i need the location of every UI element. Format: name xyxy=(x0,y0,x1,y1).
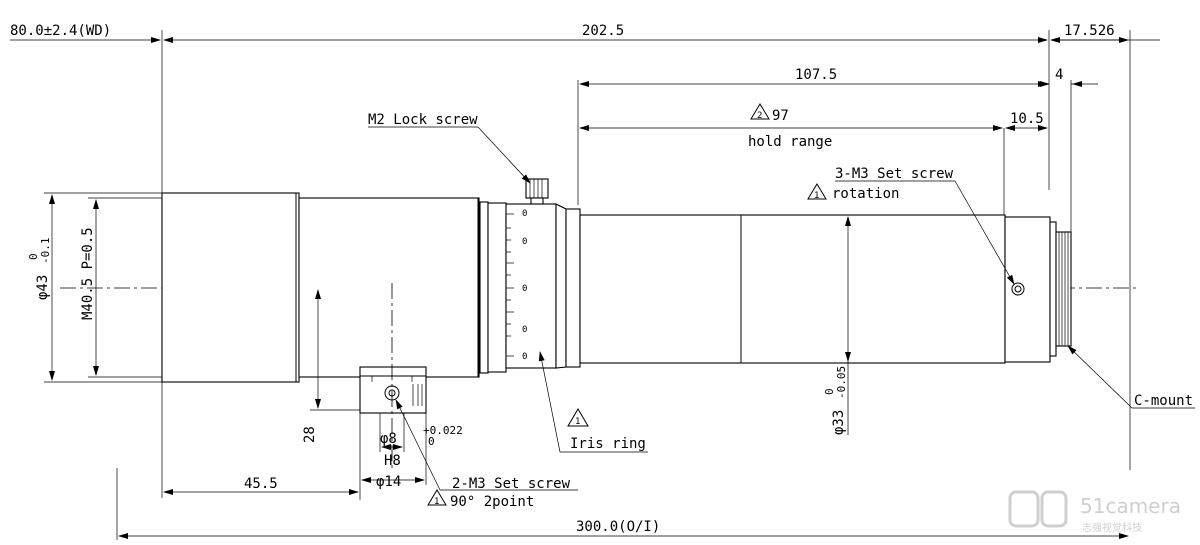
svg-text:1: 1 xyxy=(434,497,439,507)
extension-lines xyxy=(44,30,1131,540)
iris-scale-label-5: 0 xyxy=(522,352,527,362)
svg-text:-0.1: -0.1 xyxy=(39,238,52,265)
svg-text:-0.05: -0.05 xyxy=(835,366,848,399)
svg-text:1: 1 xyxy=(814,191,819,201)
svg-text:0: 0 xyxy=(823,388,836,395)
thread-label: M40.5 P=0.5 xyxy=(80,227,96,320)
c-mount-callout: C-mount xyxy=(1134,393,1193,409)
hole-tol-bot: 0 xyxy=(428,435,435,448)
lens-body: 0 0 0 0 0 xyxy=(161,192,1072,383)
hole-fit-label: H8 xyxy=(384,453,401,469)
svg-text:28: 28 xyxy=(302,426,318,443)
rear-step-ring xyxy=(555,203,567,369)
height-28-label: 28 xyxy=(302,426,318,443)
four-label: 4 xyxy=(1055,67,1063,83)
iris-ring-scale-band xyxy=(505,203,557,369)
iris-ring-callout: Iris ring xyxy=(570,436,646,452)
set-screw-3-callout: 3-M3 Set screw xyxy=(835,166,954,182)
middle-barrel xyxy=(298,197,480,378)
lock-screw-callout: M2 Lock screw xyxy=(368,112,478,128)
set-screw-3-hole xyxy=(1011,282,1025,296)
leader-lines xyxy=(368,126,1195,491)
svg-text:φ43: φ43 xyxy=(35,275,51,300)
warning-triangle-iris: 1 xyxy=(567,408,589,427)
svg-text:φ33: φ33 xyxy=(831,410,847,435)
mount-offset-label: 17.526 xyxy=(1064,23,1115,39)
wd-label: 80.0±2.4(WD) xyxy=(10,23,111,39)
warning-triangle-set-screw: 1 xyxy=(427,489,447,507)
iris-scale-label-2: 0 xyxy=(522,237,527,247)
warning-triangle-rotation: 1 xyxy=(807,183,827,201)
set-screw-2-callout: 2-M3 Set screw xyxy=(452,476,571,492)
ten-five-label: 10.5 xyxy=(1010,111,1044,127)
mount-flange xyxy=(1049,221,1057,357)
mounting-boss xyxy=(359,283,427,470)
iris-scale-label-3: 0 xyxy=(522,284,527,294)
hole-tol-top: +0.022 xyxy=(423,424,463,437)
rear-collar xyxy=(565,208,581,368)
c-mount-thread xyxy=(1055,231,1072,347)
hold-range-label: hold range xyxy=(748,134,832,150)
svg-text:M40.5 P=0.5: M40.5 P=0.5 xyxy=(80,227,96,320)
watermark-logo: 51camera 志强视觉科技 xyxy=(1008,490,1181,534)
svg-text:1: 1 xyxy=(575,417,580,427)
dimension-lines xyxy=(10,37,1160,539)
front-offset-label: 45.5 xyxy=(244,476,278,492)
svg-text:51camera: 51camera xyxy=(1080,494,1181,518)
iris-scale-ticks xyxy=(506,213,514,357)
svg-text:2: 2 xyxy=(757,111,762,121)
boss-dia-label: φ14 xyxy=(376,474,401,490)
rotation-callout: rotation xyxy=(832,186,899,202)
step-ring xyxy=(479,201,489,374)
iris-scale-label-1: 0 xyxy=(522,209,527,219)
warning-triangle-hold-range: 2 xyxy=(750,103,770,121)
body-length-label: 202.5 xyxy=(582,23,624,39)
hole-dia-label: φ8 xyxy=(380,431,397,447)
svg-text:志强视觉科技: 志强视觉科技 xyxy=(1082,521,1142,534)
hold-range-value: 97 xyxy=(772,108,789,124)
rear-tube xyxy=(579,214,1006,364)
front-dia-label: φ43 0 -0.1 xyxy=(27,238,52,301)
front-barrel xyxy=(161,192,300,383)
total-length-label: 300.0(O/I) xyxy=(576,519,660,535)
front-length-label: 107.5 xyxy=(795,67,837,83)
two-point-callout: 90° 2point xyxy=(450,494,534,510)
svg-text:0: 0 xyxy=(27,253,40,260)
iris-scale-label-4: 0 xyxy=(522,325,527,335)
iris-ring-body xyxy=(487,202,507,373)
rear-dia-label: φ33 0 -0.05 xyxy=(823,366,848,435)
lock-screw-knob xyxy=(525,178,549,205)
